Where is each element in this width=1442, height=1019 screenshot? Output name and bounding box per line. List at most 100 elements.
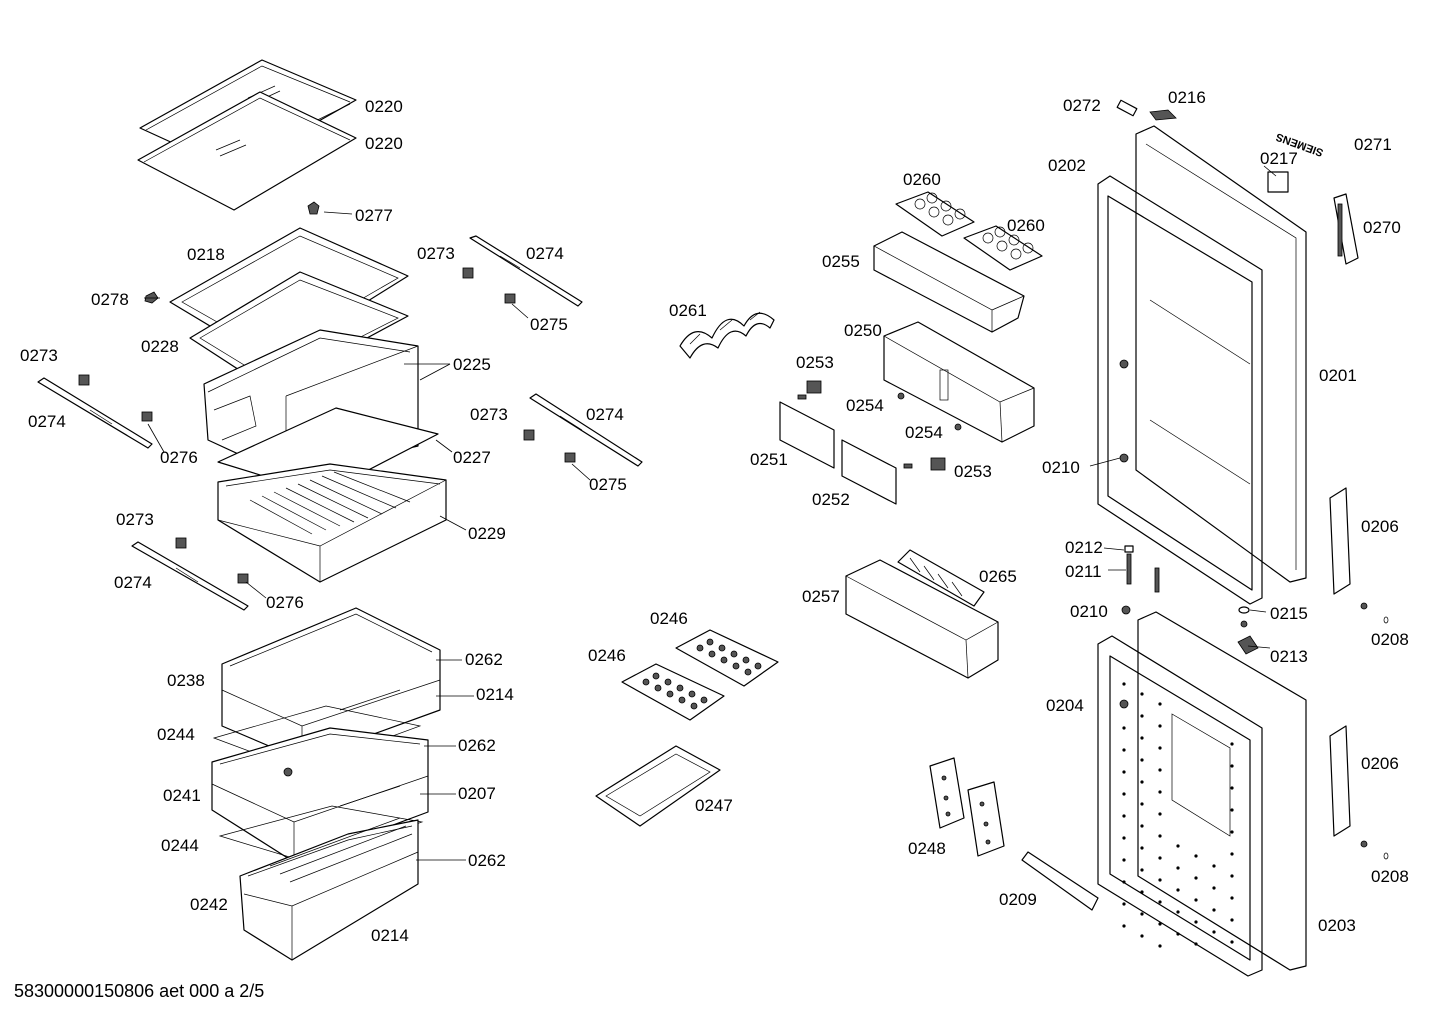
liner-dot: [1158, 878, 1162, 882]
liner-dot: [1140, 846, 1144, 850]
callout-0204: 0204: [1046, 696, 1084, 715]
callout-0227: 0227: [453, 448, 491, 467]
leader-lines: [144, 165, 1277, 861]
callout-0217: 0217: [1260, 149, 1298, 168]
liner-dot: [1140, 912, 1144, 916]
callout-0261: 0261: [669, 301, 707, 320]
liner-dot: [1176, 910, 1180, 914]
cold-pack-0248-right: [967, 781, 1005, 857]
liner-dot: [1158, 724, 1162, 728]
egg-tray-0260-left: [895, 191, 975, 237]
liner-dot: [1230, 896, 1234, 900]
screw-0210-lower: [1121, 605, 1131, 615]
door-shelf-0257: [845, 559, 999, 679]
freezer-door-dot-pattern: [1122, 682, 1234, 948]
door-shelf-flap-0251: [779, 394, 835, 469]
freezer-drawer-0242: [239, 817, 419, 961]
screw-0208-upper: [1360, 602, 1389, 624]
liner-dot: [1230, 830, 1234, 834]
liner-dot: [1122, 682, 1126, 686]
liner-dot: [1122, 748, 1126, 752]
liner-dot: [1230, 786, 1234, 790]
callout-0210-a: 0210: [1042, 458, 1080, 477]
liner-dot: [1122, 792, 1126, 796]
callout-0274-a: 0274: [526, 244, 564, 263]
liner-dot: [1230, 742, 1234, 746]
liner-dot: [1230, 874, 1234, 878]
callout-0272: 0272: [1063, 96, 1101, 115]
rail-0274-a: [469, 235, 583, 307]
freezer-door-gasket-0204: [1097, 635, 1263, 977]
callout-0220-upper: 0220: [365, 97, 403, 116]
handle-0206-upper: [1329, 487, 1351, 595]
door-shelf-flap-0252: [841, 439, 913, 505]
freezer-door-0203: [1137, 611, 1307, 971]
door-shelf-0250: [883, 321, 1035, 443]
callout-0278: 0278: [91, 290, 129, 309]
callout-0274-c: 0274: [586, 405, 624, 424]
ice-tray-0246-upper: [675, 629, 779, 687]
liner-dot: [1176, 888, 1180, 892]
fridge-door-gasket-0202: [1097, 175, 1263, 605]
callout-0246-b: 0246: [588, 646, 626, 665]
callout-0229: 0229: [468, 524, 506, 543]
callout-0209: 0209: [999, 890, 1037, 909]
liner-dot: [1230, 808, 1234, 812]
callout-0262-c: 0262: [468, 851, 506, 870]
liner-dot: [1140, 802, 1144, 806]
liner-dot: [1158, 856, 1162, 860]
callout-0242: 0242: [190, 895, 228, 914]
liner-dot: [1212, 908, 1216, 912]
ice-tray-0246-lower-cells: [642, 672, 708, 710]
liner-dot: [1158, 812, 1162, 816]
clip-0276-b: [141, 411, 153, 422]
callout-0273-b: 0273: [20, 346, 58, 365]
callout-0260-a: 0260: [903, 170, 941, 189]
liner-dot: [1194, 942, 1198, 946]
callout-0201: 0201: [1319, 366, 1357, 385]
callout-0241: 0241: [163, 786, 201, 805]
callout-0265: 0265: [979, 567, 1017, 586]
rail-0274-c: [529, 393, 643, 467]
cover-strip-0209: [1021, 851, 1099, 911]
callout-0244-a: 0244: [157, 725, 195, 744]
callout-0253-a: 0253: [796, 353, 834, 372]
callout-0212: 0212: [1065, 538, 1103, 557]
liner-dot: [1230, 852, 1234, 856]
clip-0273-d: [175, 537, 187, 549]
callout-0215: 0215: [1270, 604, 1308, 623]
callout-0213: 0213: [1270, 647, 1308, 666]
liner-dot: [1122, 924, 1126, 928]
document-id-footer: 58300000150806 aet 000 a 2/5: [14, 981, 265, 1001]
callout-0274-d: 0274: [114, 573, 152, 592]
liner-dot: [1122, 814, 1126, 818]
bottle-retainer-0265: [897, 549, 985, 607]
freezer-drawer-0242-grid: [269, 817, 413, 883]
callout-0273-c: 0273: [470, 405, 508, 424]
callout-0255: 0255: [822, 252, 860, 271]
callout-0250: 0250: [844, 321, 882, 340]
callout-0208-a: 0208: [1371, 630, 1409, 649]
callout-0214-a: 0214: [476, 685, 514, 704]
liner-dot: [1176, 866, 1180, 870]
freezer-drawer-0238: [221, 607, 441, 761]
rail-0274-d: [131, 541, 249, 611]
callout-0211: 0211: [1065, 562, 1102, 581]
clip-0253-upper: [806, 380, 822, 394]
drawer-0229-grille: [249, 471, 411, 535]
callout-0276-b: 0276: [160, 448, 198, 467]
hinge-0213: [1237, 635, 1259, 655]
clip-0273-c: [523, 429, 535, 441]
callout-0252: 0252: [812, 490, 850, 509]
liner-dot: [1230, 940, 1234, 944]
ice-tray-0246-lower: [621, 663, 725, 721]
liner-dot: [1158, 944, 1162, 948]
callout-0273-d: 0273: [116, 510, 154, 529]
liner-dot: [1176, 932, 1180, 936]
clip-0275-a: [504, 293, 516, 304]
cold-pack-0248-left: [929, 757, 965, 829]
liner-dot: [1140, 934, 1144, 938]
callout-0225: 0225: [453, 355, 491, 374]
callout-0208-b: 0208: [1371, 867, 1409, 886]
liner-dot: [1158, 746, 1162, 750]
